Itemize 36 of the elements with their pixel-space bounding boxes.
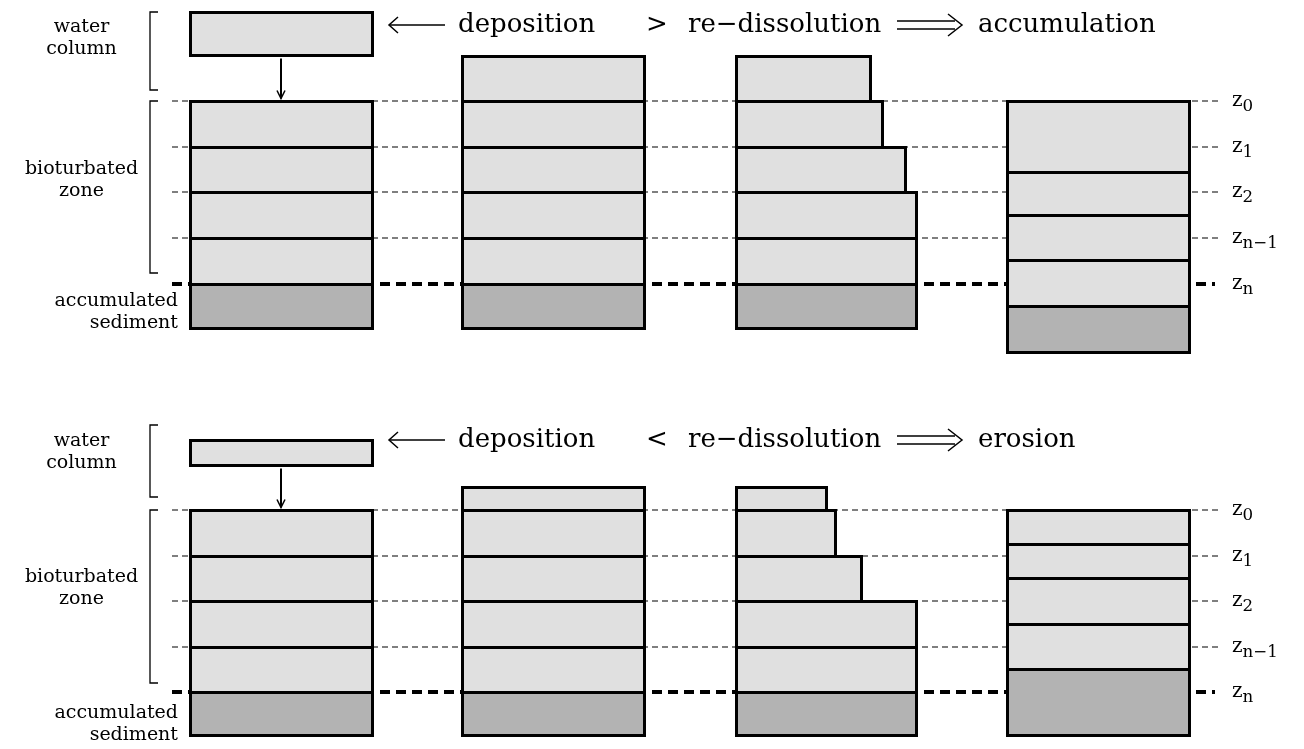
side-label: accumulated sediment: [53, 700, 178, 744]
depth-label: z$_{2}$: [1232, 179, 1254, 207]
heading-text: re−dissolution: [688, 424, 882, 453]
depth-label: z$_{2}$: [1232, 588, 1254, 616]
side-label: water column: [45, 428, 118, 472]
sediment-column: [1005, 99, 1191, 354]
sediment-column: [734, 54, 918, 330]
water-box: [188, 438, 374, 467]
arrow: [276, 467, 286, 509]
side-label: water column: [45, 14, 118, 58]
depth-label: z$_{n}$: [1232, 679, 1254, 707]
comparison-sign: <: [646, 424, 668, 453]
sediment-column: [460, 54, 646, 330]
heading-text: deposition: [458, 9, 596, 38]
heading-text: re−dissolution: [688, 9, 882, 38]
sediment-column: [188, 508, 374, 737]
side-label: bioturbated zone: [23, 564, 140, 608]
side-label: accumulated sediment: [53, 288, 178, 332]
sediment-column: [734, 485, 918, 737]
arrow: [276, 57, 286, 100]
depth-label: z$_{1}$: [1232, 543, 1254, 571]
depth-label: z$_{0}$: [1232, 88, 1254, 116]
side-label: bioturbated zone: [23, 156, 140, 200]
comparison-sign: >: [646, 9, 668, 38]
depth-label: z$_{0}$: [1232, 497, 1254, 525]
sediment-column: [1005, 508, 1191, 737]
depth-label: z$_{n−1}$: [1232, 225, 1278, 253]
sediment-column: [460, 485, 646, 737]
depth-label: z$_{n}$: [1232, 271, 1254, 299]
depth-label: z$_{n−1}$: [1232, 634, 1278, 662]
water-box: [188, 10, 374, 57]
heading-text: deposition: [458, 424, 596, 453]
depth-label: z$_{1}$: [1232, 134, 1254, 162]
heading-text: erosion: [978, 424, 1076, 453]
heading-text: accumulation: [978, 9, 1156, 38]
sediment-column: [188, 99, 374, 330]
